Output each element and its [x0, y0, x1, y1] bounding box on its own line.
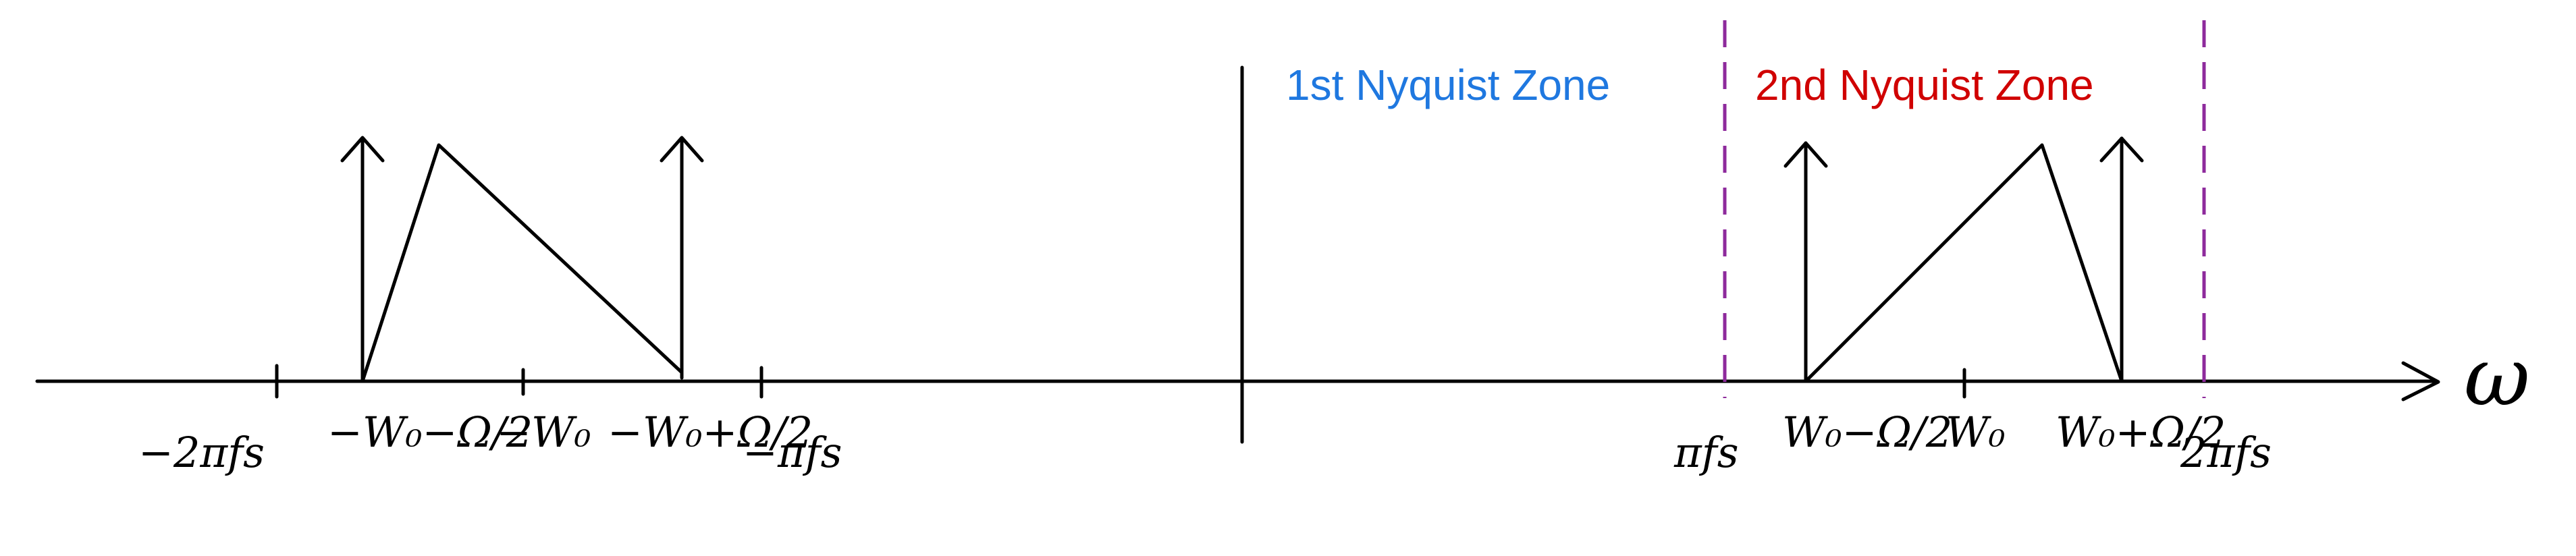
label-w0: W₀ — [1946, 408, 2006, 457]
label-neg-pi-fs: −πfs — [743, 428, 842, 477]
positive-spectrum — [1783, 136, 2144, 383]
label-w0-plus-half-omega: W₀+Ω/2 — [2056, 408, 2226, 457]
negative-spectrum — [340, 136, 704, 383]
carrier-arrow-head — [660, 136, 704, 163]
spectrum-triangle — [360, 143, 684, 383]
label-w0-minus-half-omega: W₀−Ω/2 — [1782, 408, 1952, 457]
tick-labels: −2πfs −W₀−Ω/2 −W₀ −W₀+Ω/2 −πfs πfs W₀−Ω/… — [138, 408, 2272, 477]
label-neg-w0-minus-half-omega: −W₀−Ω/2 — [327, 408, 533, 457]
carrier-arrow-head — [340, 136, 385, 163]
spectrum-triangle — [1804, 143, 2124, 383]
axis-variable-label: ω — [2464, 331, 2530, 424]
label-2pi-fs: 2πfs — [2180, 428, 2272, 477]
label-neg-2pi-fs: −2πfs — [138, 428, 265, 477]
zone1-label: 1st Nyquist Zone — [1286, 61, 1610, 109]
label-neg-w0: −W₀ — [496, 408, 591, 457]
tick-marks — [275, 364, 1966, 399]
carrier-arrow-head — [2099, 136, 2144, 163]
axis-arrowhead — [2401, 361, 2440, 401]
carrier-arrow-head — [1783, 141, 1828, 168]
zone2-label: 2nd Nyquist Zone — [1755, 61, 2094, 109]
label-pi-fs: πfs — [1673, 428, 1739, 477]
label-neg-w0-plus-half-omega: −W₀+Ω/2 — [608, 408, 813, 457]
